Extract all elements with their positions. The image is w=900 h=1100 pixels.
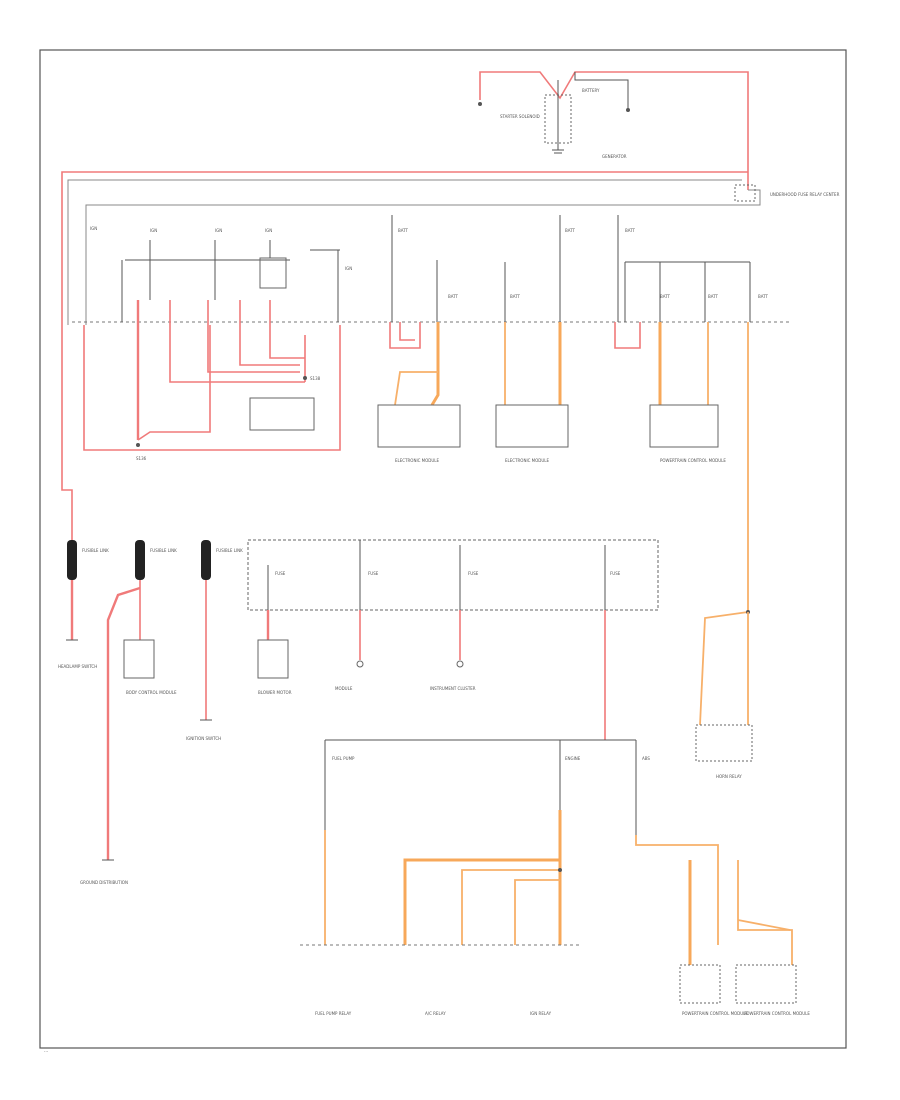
fusible-link-2 (135, 540, 145, 580)
splice-label-1: S136 (136, 456, 147, 461)
mid-component-label-2: MODULE (335, 686, 353, 691)
left-component-label-2: BODY CONTROL MODULE (126, 690, 177, 695)
upper-fuse-label-6: BATT (398, 228, 409, 233)
upper-fuse-label-7: BATT (565, 228, 576, 233)
mid-fuse-block (247, 539, 659, 611)
fusible-label-1: FUSIBLE LINK (82, 548, 109, 553)
lower-component-label-3: IGN RELAY (530, 1011, 552, 1016)
diagram-frame (39, 49, 847, 1049)
starter-label: STARTER SOLENOID (500, 114, 540, 119)
upper-fuse-label-11: BATT (660, 294, 671, 299)
lower-fuse-label-2: ENGINE (565, 756, 581, 761)
mid-fuse-label-2: FUSE (368, 571, 379, 576)
left-component-label-3: IGNITION SWITCH (186, 736, 221, 741)
bottom-left-label: GROUND DISTRIBUTION (80, 880, 128, 885)
upper-module-label-1: ELECTRONIC MODULE (395, 458, 440, 463)
pcm-box-2 (735, 964, 797, 1004)
upper-module-label-2: ELECTRONIC MODULE (505, 458, 550, 463)
battery-label: BATTERY (582, 88, 600, 93)
battery-main-wire (479, 71, 749, 190)
upper-bus: UNDERHOOD FUSE RELAY CENTER S136 S138 IG… (61, 171, 840, 612)
mid-component-label-1: BLOWER MOTOR (258, 690, 292, 695)
lower-component-label-1: FUEL PUMP RELAY (315, 1011, 352, 1016)
lower-fuse-label-3: ABS (642, 756, 650, 761)
fusible-label-3: FUSIBLE LINK (216, 548, 243, 553)
generator-label: GENERATOR (602, 154, 627, 159)
horn-relay-section: HORN RELAY (695, 610, 753, 779)
lower-component-label-5: POWERTRAIN CONTROL MODULE (744, 1011, 810, 1016)
mid-fuse-label-1: FUSE (275, 571, 286, 576)
upper-fuse-label-8: BATT (625, 228, 636, 233)
left-component-label-1: HEADLAMP SWITCH (58, 664, 97, 669)
main-feed-wire (61, 171, 748, 540)
upper-fuse-label-1: IGN (90, 226, 97, 231)
upper-fuse-label-5: IGN (345, 266, 352, 271)
upper-fuse-label-13: BATT (758, 294, 769, 299)
fusible-links: FUSIBLE LINK FUSIBLE LINK FUSIBLE LINK H… (58, 540, 243, 885)
upper-fuse-label-9: BATT (448, 294, 459, 299)
middle-fuse-block: FUSE FUSE FUSE FUSE BLOWER MOTOR MODULE … (247, 539, 659, 740)
upper-fuse-label-2: IGN (150, 228, 157, 233)
lower-component-label-4: POWERTRAIN CONTROL MODULE (682, 1011, 748, 1016)
upper-fuse-label-12: BATT (708, 294, 719, 299)
mid-fuse-label-4: FUSE (610, 571, 621, 576)
upper-fuse-label-10: BATT (510, 294, 521, 299)
horn-relay-label: HORN RELAY (716, 774, 742, 779)
page-marker: ... (44, 1049, 48, 1054)
lower-fuse-label-1: FUEL PUMP (332, 756, 355, 761)
horn-relay-box (695, 724, 753, 762)
splice-label-2: S138 (310, 376, 321, 381)
underhood-label: UNDERHOOD FUSE RELAY CENTER (770, 192, 840, 197)
blower-motor-box (257, 639, 289, 679)
upper-module-2 (495, 404, 569, 448)
mid-component-label-3: INSTRUMENT CLUSTER (430, 686, 476, 691)
fusible-label-2: FUSIBLE LINK (150, 548, 177, 553)
upper-module-label-3: POWERTRAIN CONTROL MODULE (660, 458, 726, 463)
upper-fuse-label-3: IGN (215, 228, 222, 233)
fusible-link-3 (201, 540, 211, 580)
pcm-box-1 (679, 964, 721, 1004)
battery-section: BATTERY STARTER SOLENOID GENERATOR (478, 71, 749, 190)
lower-component-label-2: A/C RELAY (425, 1011, 446, 1016)
body-control-module (123, 639, 155, 679)
upper-fuse-label-4: IGN (265, 228, 272, 233)
fusible-link-1 (67, 540, 77, 580)
lower-fuse-block: FUEL PUMP ENGINE ABS FUEL PUMP RELAY A/C… (300, 739, 810, 1016)
upper-module-1 (377, 404, 461, 448)
upper-module-3 (649, 404, 719, 448)
mid-fuse-label-3: FUSE (468, 571, 479, 576)
